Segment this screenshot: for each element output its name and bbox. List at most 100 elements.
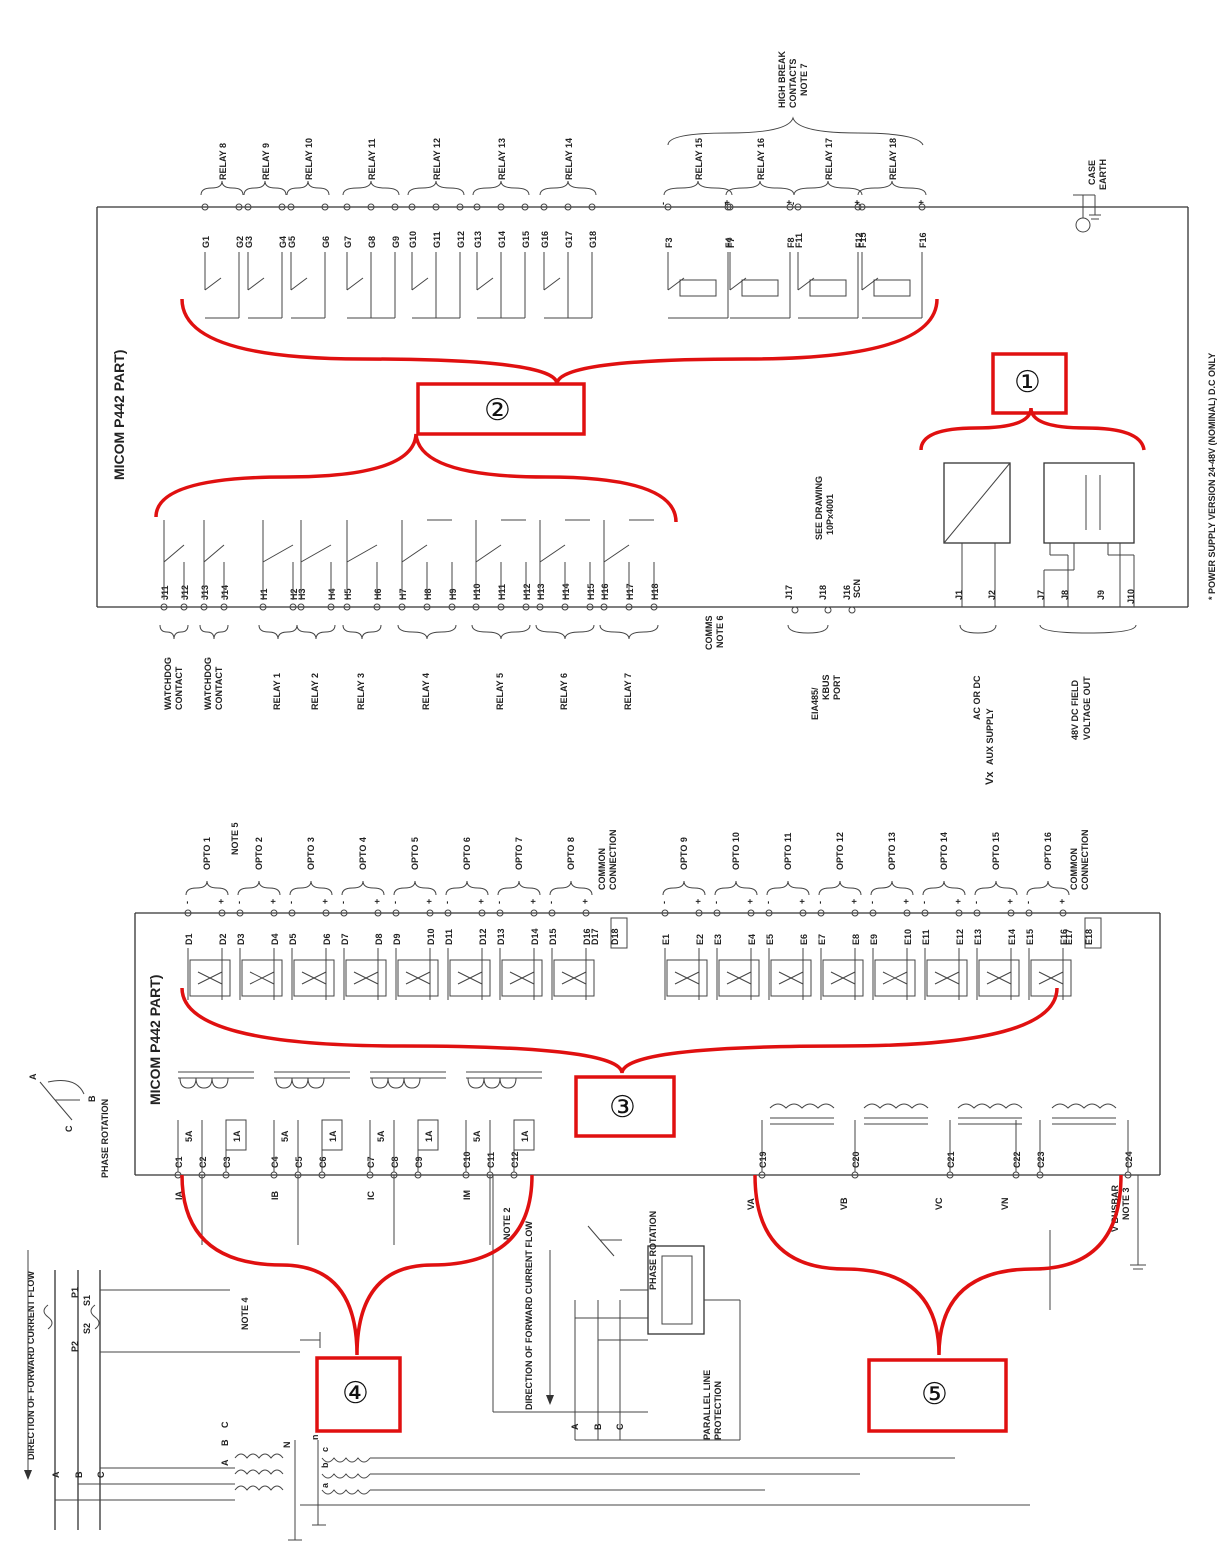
terminal-label: G2 bbox=[235, 236, 245, 248]
svg-text:J18: J18 bbox=[818, 585, 828, 600]
polarity: - bbox=[182, 901, 192, 904]
terminal-label: D7 bbox=[340, 933, 350, 945]
terminal-label: H17 bbox=[625, 583, 635, 600]
svg-text:a: a bbox=[320, 1482, 330, 1488]
ct-label: IB bbox=[270, 1190, 280, 1200]
terminal bbox=[586, 603, 594, 611]
optocoupler-icon bbox=[189, 959, 231, 997]
opto-label: OPTO 14 bbox=[939, 832, 949, 870]
ct-1a-box bbox=[513, 1119, 535, 1151]
terminal-label: E14 bbox=[1007, 929, 1017, 945]
svg-text:NOTE 4: NOTE 4 bbox=[240, 1297, 250, 1330]
polarity: - bbox=[442, 901, 452, 904]
polarity: - bbox=[788, 202, 798, 205]
terminal bbox=[496, 909, 504, 917]
terminal bbox=[625, 603, 633, 611]
contact bbox=[539, 544, 566, 563]
terminal-label: D5 bbox=[288, 933, 298, 945]
terminal-label: D13 bbox=[496, 928, 506, 945]
terminal-label: H3 bbox=[297, 588, 307, 600]
opto-brace bbox=[497, 880, 541, 896]
terminal bbox=[322, 909, 330, 917]
terminal-label: C19 bbox=[758, 1151, 768, 1168]
terminal-label: G3 bbox=[244, 236, 254, 248]
ct-1a-box bbox=[417, 1119, 439, 1151]
terminal-label: C21 bbox=[946, 1151, 956, 1168]
terminal-label: C10 bbox=[462, 1151, 472, 1168]
opto-brace bbox=[1026, 880, 1070, 896]
terminal bbox=[661, 909, 669, 917]
relay-brace bbox=[407, 180, 465, 196]
svg-text:PORT: PORT bbox=[832, 674, 842, 700]
contact bbox=[603, 544, 630, 563]
terminal-label: E6 bbox=[799, 934, 809, 945]
terminal-label: E2 bbox=[695, 934, 705, 945]
terminal-label: H2 bbox=[289, 588, 299, 600]
ct-winding bbox=[179, 1077, 229, 1089]
lower-label: RELAY 5 bbox=[495, 673, 505, 710]
opto-symbol bbox=[873, 279, 911, 297]
polarity: - bbox=[763, 901, 773, 904]
optocoupler-icon bbox=[397, 959, 439, 997]
svg-text:V BUSBAR: V BUSBAR bbox=[1110, 1184, 1120, 1232]
lower-label: RELAY 4 bbox=[421, 673, 431, 710]
svg-text:J1: J1 bbox=[954, 590, 964, 600]
svg-text:CONNECTION: CONNECTION bbox=[608, 830, 618, 891]
terminal bbox=[564, 203, 572, 211]
terminal-label: D14 bbox=[530, 928, 540, 945]
opto-label: OPTO 10 bbox=[731, 832, 741, 870]
terminal bbox=[1025, 909, 1033, 917]
contact bbox=[346, 544, 378, 563]
svg-text:⑤: ⑤ bbox=[921, 1377, 948, 1412]
ct-winding bbox=[467, 1077, 517, 1089]
terminal bbox=[540, 203, 548, 211]
terminal bbox=[180, 603, 188, 611]
svg-text:④: ④ bbox=[342, 1376, 369, 1411]
opto-label: OPTO 7 bbox=[514, 837, 524, 870]
relay-label: RELAY 11 bbox=[367, 138, 377, 180]
relay-label: RELAY 13 bbox=[497, 138, 507, 180]
vt-winding bbox=[863, 1103, 929, 1109]
svg-text:②: ② bbox=[484, 393, 511, 428]
svg-text:C: C bbox=[615, 1423, 625, 1430]
svg-text:J17: J17 bbox=[784, 585, 794, 600]
opto-label: OPTO 8 bbox=[566, 837, 576, 870]
contact bbox=[300, 544, 332, 563]
polarity: - bbox=[658, 202, 668, 205]
svg-text:S2: S2 bbox=[82, 1323, 92, 1334]
voltage-transformer: A B C N a b c n bbox=[55, 1421, 1030, 1541]
svg-text:B: B bbox=[220, 1439, 230, 1446]
terminal bbox=[432, 203, 440, 211]
svg-text:J7: J7 bbox=[1036, 590, 1046, 600]
terminal bbox=[726, 203, 734, 211]
terminal-label: D10 bbox=[426, 928, 436, 945]
callout-2: ② bbox=[154, 298, 939, 523]
svg-text:Vx: Vx bbox=[984, 771, 996, 785]
lower-label: CONTACT bbox=[174, 666, 184, 710]
polarity: - bbox=[919, 901, 929, 904]
polarity: + bbox=[722, 200, 732, 205]
terminal bbox=[201, 203, 209, 211]
relay-label: RELAY 18 bbox=[888, 138, 898, 180]
relay-brace bbox=[286, 180, 330, 196]
terminal bbox=[561, 603, 569, 611]
opto-brace bbox=[870, 880, 914, 896]
terminal-label: C5 bbox=[294, 1156, 304, 1168]
optocoupler-icon bbox=[666, 959, 708, 997]
callout-1: ① bbox=[919, 352, 1146, 451]
svg-text:CONTACTS: CONTACTS bbox=[788, 59, 798, 108]
terminal-label: G6 bbox=[321, 236, 331, 248]
terminal bbox=[869, 909, 877, 917]
terminal-label: E8 bbox=[851, 934, 861, 945]
terminal bbox=[327, 603, 335, 611]
contact bbox=[204, 277, 222, 291]
polarity: - bbox=[286, 901, 296, 904]
lower-brace bbox=[342, 624, 382, 640]
svg-text:b: b bbox=[320, 1462, 330, 1468]
vt-label: VB bbox=[839, 1197, 849, 1210]
eia485-port: SEE DRAWING 10Px4001 J17 J18 J16 SCN EIA… bbox=[784, 476, 862, 720]
